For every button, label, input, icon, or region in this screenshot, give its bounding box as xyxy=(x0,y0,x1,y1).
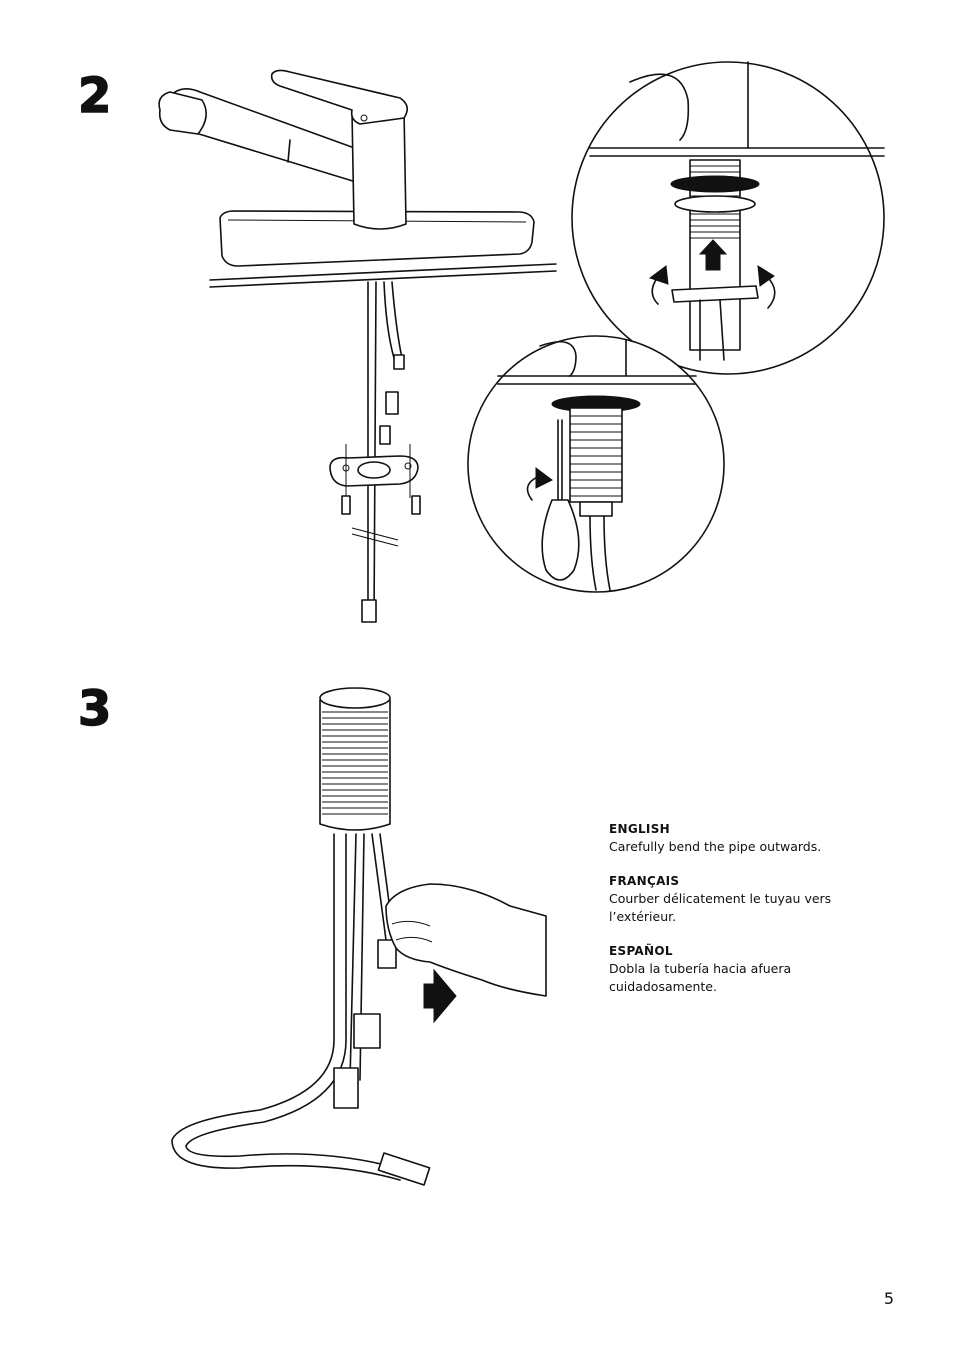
instruction-spanish: ESPAÑOL Dobla la tubería hacia afuera cu… xyxy=(609,942,859,996)
push-arrow-icon xyxy=(423,968,457,1024)
instruction-text-english: Carefully bend the pipe outwards. xyxy=(609,839,822,854)
page-number: 5 xyxy=(883,1289,894,1308)
instruction-french: FRANÇAIS Courber délicatement le tuyau v… xyxy=(609,872,859,926)
language-title-spanish: ESPAÑOL xyxy=(609,944,673,958)
instructions-panel: ENGLISH Carefully bend the pipe outwards… xyxy=(609,820,859,1012)
step-number-2: 2 xyxy=(77,68,112,124)
faucet-illustration xyxy=(158,69,557,623)
instruction-english: ENGLISH Carefully bend the pipe outwards… xyxy=(609,820,859,856)
language-title-french: FRANÇAIS xyxy=(609,874,680,888)
hose-bending-illustration xyxy=(171,687,547,1186)
instruction-text-french: Courber délicatement le tuyau vers l’ext… xyxy=(609,891,832,924)
step-number-3: 3 xyxy=(77,681,112,737)
mounting-detail-circle xyxy=(571,61,885,375)
language-title-english: ENGLISH xyxy=(609,822,670,836)
screwdriver-detail-circle xyxy=(467,335,725,593)
instruction-text-spanish: Dobla la tubería hacia afuera cuidadosam… xyxy=(609,961,792,994)
